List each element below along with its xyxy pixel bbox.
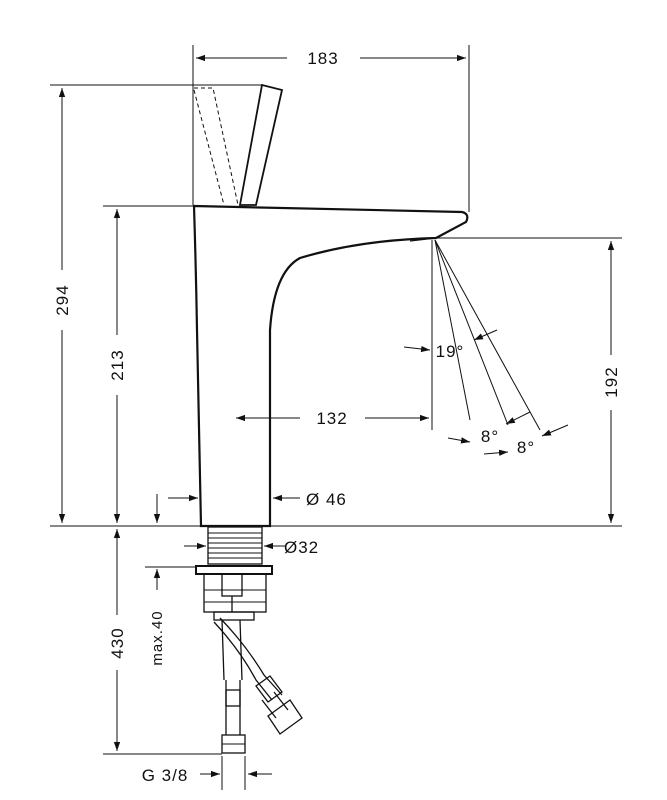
- dim-183: 183: [196, 49, 466, 68]
- dim-label-max-40: max.40: [149, 610, 166, 665]
- dim-g38: G 3/8: [142, 766, 272, 785]
- dim-label-183: 183: [307, 49, 338, 68]
- dim-label-g38: G 3/8: [142, 766, 189, 785]
- dim-label-angle-8a: 8°: [481, 427, 499, 446]
- dim-label-294: 294: [53, 284, 72, 315]
- dim-label-dia-46: Ø 46: [306, 490, 347, 509]
- faucet-body: [192, 204, 469, 528]
- dim-label-dia-32: Ø32: [284, 538, 319, 557]
- water-stream-rays: [431, 239, 541, 431]
- dim-label-192: 192: [602, 366, 621, 397]
- faucet-handle: [193, 83, 284, 206]
- dim-213: 213: [108, 209, 127, 523]
- supply-hoses: [213, 617, 303, 754]
- dim-dia-46: Ø 46: [168, 490, 347, 509]
- dim-430: 430: [108, 529, 127, 751]
- dim-max-40: max.40: [145, 566, 196, 666]
- dim-294: 294: [53, 88, 72, 523]
- dim-132: 132: [236, 409, 429, 428]
- dim-label-430: 430: [108, 627, 127, 658]
- dim-dia-32: Ø32: [184, 538, 319, 557]
- dim-label-213: 213: [108, 349, 127, 380]
- dim-angle-19: 19°: [403, 329, 498, 361]
- dim-angle-8b: 8°: [483, 424, 569, 457]
- dim-192: 192: [602, 241, 621, 523]
- dim-label-132: 132: [316, 409, 347, 428]
- dim-label-angle-8b: 8°: [517, 438, 535, 457]
- mounting-nut: [195, 565, 273, 621]
- threaded-shank: [207, 526, 263, 565]
- dim-angle-8a: 8°: [447, 411, 531, 446]
- dim-label-angle-19: 19°: [436, 342, 465, 361]
